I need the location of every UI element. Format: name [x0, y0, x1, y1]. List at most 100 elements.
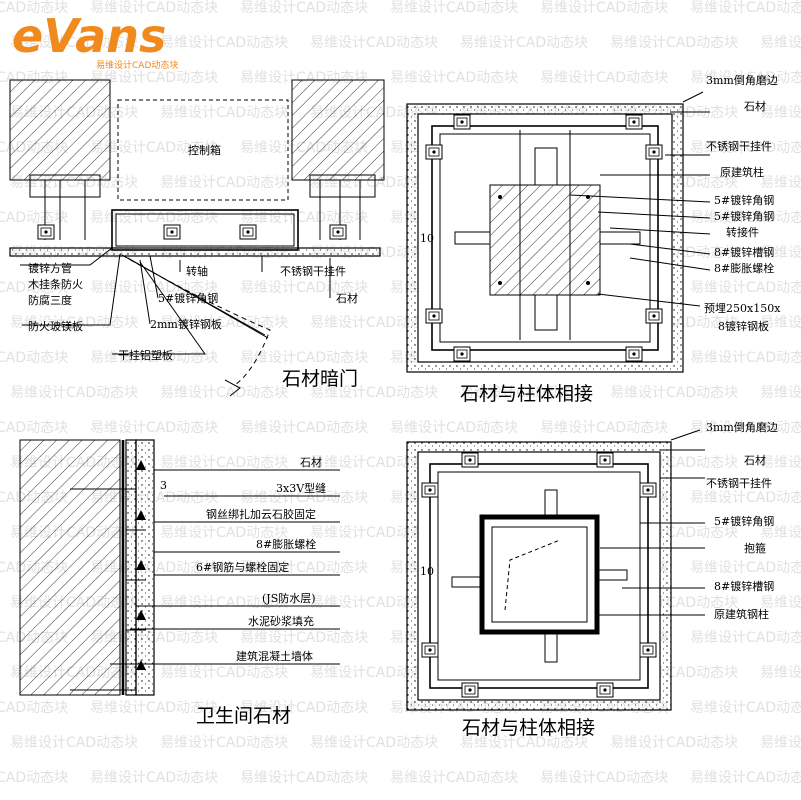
watermark-text: 易维设计CAD动态块 — [240, 490, 368, 506]
label-steel-column: 原建筑钢柱 — [714, 607, 769, 621]
watermark-text: 易维设计CAD动态块 — [690, 70, 801, 86]
label-hoop: 抱箍 — [744, 541, 766, 555]
label-wire-bind: 钢丝绑扎加云石胶固定 — [206, 507, 316, 521]
watermark-text: 易维设计CAD动态块 — [240, 770, 368, 786]
control-box-outline — [117, 99, 289, 201]
label-expansion-bolt: 8#膨胀螺栓 — [714, 261, 774, 275]
watermark-text: 易维设计CAD动态块 — [760, 455, 801, 471]
label-mortar: 水泥砂浆填充 — [248, 614, 314, 628]
wall-left-upper — [9, 79, 111, 181]
watermark-text: 易维设计CAD动态块 — [160, 35, 288, 51]
watermark-text: 易维设计CAD动态块 — [760, 385, 801, 401]
label-dimension-3: 3 — [160, 479, 167, 492]
watermark-text: 易维设计CAD动态块 — [310, 35, 438, 51]
watermark-text: 易维设计CAD动态块 — [690, 350, 801, 366]
watermark-text: 易维设计CAD动态块 — [390, 420, 518, 436]
watermark-text: 易维设计CAD动态块 — [240, 630, 368, 646]
logo-tagline: 易维设计CAD动态块 — [96, 59, 178, 71]
label-angle-steel: 5#镀锌角钢 — [158, 291, 218, 305]
watermark-text: 易维设计CAD动态块 — [160, 525, 288, 541]
watermark-text: 易维设计CAD动态块 — [760, 665, 801, 681]
watermark-text: 易维设计CAD动态块 — [160, 175, 288, 191]
watermark-text: 易维设计CAD动态块 — [690, 560, 801, 576]
watermark-text: 易维设计CAD动态块 — [90, 280, 218, 296]
watermark-text: 易维设计CAD动态块 — [240, 560, 368, 576]
label-stone: 石材 — [336, 291, 358, 305]
watermark-text: 易维设计CAD动态块 — [160, 665, 288, 681]
watermark-text: 易维设计CAD动态块 — [90, 210, 218, 226]
watermark-text: 易维设计CAD动态块 — [760, 35, 801, 51]
label-fire-board: 防火玻镁板 — [28, 319, 83, 333]
label-chamfer: 3mm倒角磨边 — [706, 421, 778, 434]
stone-layer — [135, 439, 155, 696]
watermark-text: 易维设计CAD动态块 — [0, 210, 68, 226]
watermark-text: 易维设计CAD动态块 — [460, 35, 588, 51]
watermark-text: 易维设计CAD动态块 — [240, 0, 368, 16]
watermark-text: 易维设计CAD动态块 — [90, 0, 218, 16]
label-control-box: 控制箱 — [188, 143, 221, 157]
caption-stone-hidden-door: 石材暗门 — [282, 368, 358, 390]
watermark-text: 易维设计CAD动态块 — [310, 525, 438, 541]
watermark-text: 易维设计CAD动态块 — [0, 700, 68, 716]
watermark-text: 易维设计CAD动态块 — [240, 420, 368, 436]
label-stone: 石材 — [300, 455, 322, 469]
watermark-text: 易维设计CAD动态块 — [760, 735, 801, 751]
label-joint: 3x3V型缝 — [276, 481, 326, 495]
watermark-text: 易维设计CAD动态块 — [540, 0, 668, 16]
watermark-text: 易维设计CAD动态块 — [460, 385, 588, 401]
watermark-text: 易维设计CAD动态块 — [610, 735, 738, 751]
watermark-text: 易维设计CAD动态块 — [690, 140, 801, 156]
watermark-text: 易维设计CAD动态块 — [160, 105, 288, 121]
caption-stone-column-joint-bottom: 石材与柱体相接 — [462, 717, 595, 739]
caption-bathroom-stone: 卫生间石材 — [196, 705, 291, 727]
watermark-text: 易维设计CAD动态块 — [90, 420, 218, 436]
watermark-text: 易维设计CAD动态块 — [690, 420, 801, 436]
watermark-text: 易维设计CAD动态块 — [310, 735, 438, 751]
watermark-text: 易维设计CAD动态块 — [90, 140, 218, 156]
watermark-text: 易维设计CAD动态块 — [310, 315, 438, 331]
brand-logo: eVans 易维设计CAD动态块 — [12, 9, 178, 71]
watermark-text: 易维设计CAD动态块 — [160, 385, 288, 401]
panel-bathroom-stone: 3 石材 3x3V型缝 钢丝绑扎加云石胶固定 8#膨胀螺栓 6#钢筋与螺栓固定 … — [19, 439, 340, 727]
watermark-text: 易维设计CAD动态块 — [390, 770, 518, 786]
watermark-text: 易维设计CAD动态块 — [0, 0, 68, 16]
panel-stone-hidden-door: 控制箱 — [9, 79, 385, 397]
watermark-text: 易维设计CAD动态块 — [690, 0, 801, 16]
caption-stone-column-joint-top: 石材与柱体相接 — [460, 383, 593, 405]
watermark-text: 易维设计CAD动态块 — [760, 245, 801, 261]
concrete-column — [489, 184, 601, 296]
label-adapter: 转接件 — [726, 225, 759, 239]
watermark-text: 易维设计CAD动态块 — [310, 595, 438, 611]
watermark-text: 易维设计CAD动态块 — [690, 210, 801, 226]
panel-stone-column-joint-concrete: 10 3mm倒角磨边 石材 不锈钢干挂件 原建筑柱 5#镀锌角钢 5#镀锌角钢 … — [406, 74, 781, 405]
watermark-text: 易维设计CAD动态块 — [540, 70, 668, 86]
label-angle-steel-2: 5#镀锌角钢 — [714, 209, 774, 223]
label-embedded-plate-2: 8镀锌钢板 — [718, 319, 769, 333]
watermark-text: 易维设计CAD动态块 — [240, 700, 368, 716]
watermark-text: 易维设计CAD动态块 — [10, 735, 138, 751]
watermark-text: 易维设计CAD动态块 — [160, 735, 288, 751]
label-steel-plate: 2mm镀锌钢板 — [150, 317, 222, 331]
watermark-text: 易维设计CAD动态块 — [310, 455, 438, 471]
watermark-text: 易维设计CAD动态块 — [160, 595, 288, 611]
watermark-text: 易维设计CAD动态块 — [90, 770, 218, 786]
watermark-text: 易维设计CAD动态块 — [690, 630, 801, 646]
watermark-text: 易维设计CAD动态块 — [760, 105, 801, 121]
watermark-text: 易维设计CAD动态块 — [760, 315, 801, 331]
label-rebar: 6#钢筋与螺栓固定 — [196, 560, 289, 574]
watermark-text: 易维设计CAD动态块 — [610, 35, 738, 51]
watermark-text: 易维设计CAD动态块 — [240, 210, 368, 226]
label-wood-fireproof: 木挂条防火 — [28, 277, 83, 291]
watermark-text: 易维设计CAD动态块 — [240, 350, 368, 366]
label-galvanized-tube: 镀锌方管 — [28, 261, 72, 275]
label-steel-hanger: 不锈钢干挂件 — [706, 476, 772, 490]
watermark-text: 易维设计CAD动态块 — [0, 350, 68, 366]
watermark-text: 易维设计CAD动态块 — [460, 735, 588, 751]
watermark-text: 易维设计CAD动态块 — [10, 35, 138, 51]
watermark-text: 易维设计CAD动态块 — [540, 770, 668, 786]
label-angle-steel: 5#镀锌角钢 — [714, 514, 774, 528]
watermark-text: 易维设计CAD动态块 — [760, 525, 801, 541]
watermark-text: 易维设计CAD动态块 — [760, 595, 801, 611]
watermark-text: 易维设计CAD动态块 — [160, 455, 288, 471]
label-dimension-10: 10 — [420, 565, 434, 578]
